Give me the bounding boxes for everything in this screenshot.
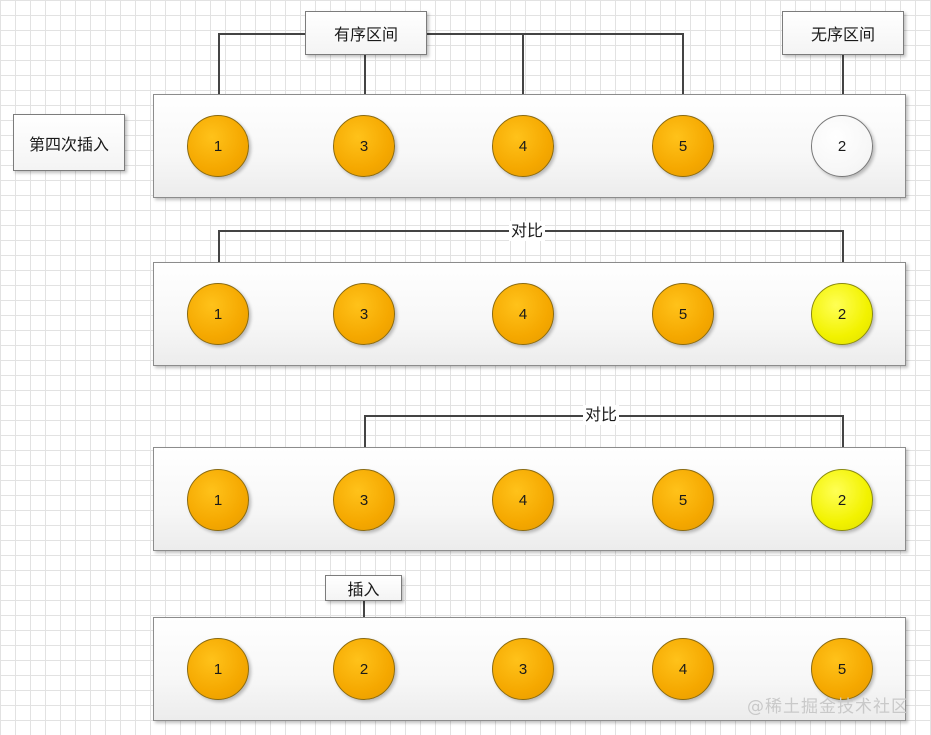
- step-label: 第四次插入: [13, 114, 125, 171]
- element-circle: 1: [187, 638, 249, 700]
- compare-element-circle: 2: [811, 283, 873, 345]
- element-circle: 3: [333, 283, 395, 345]
- unordered-interval-label: 无序区间: [782, 11, 904, 55]
- element-circle: 3: [333, 469, 395, 531]
- ordered-interval-label: 有序区间: [305, 11, 427, 55]
- insert-label: 插入: [325, 575, 402, 601]
- element-circle: 5: [811, 638, 873, 700]
- element-circle: 1: [187, 115, 249, 177]
- element-circle: 3: [333, 115, 395, 177]
- element-circle: 3: [492, 638, 554, 700]
- element-circle: 4: [492, 283, 554, 345]
- element-circle: 5: [652, 283, 714, 345]
- element-circle: 4: [492, 469, 554, 531]
- inserted-element-circle: 2: [333, 638, 395, 700]
- element-circle: 1: [187, 283, 249, 345]
- compare-element-circle: 2: [811, 469, 873, 531]
- element-circle: 5: [652, 469, 714, 531]
- element-circle: 4: [652, 638, 714, 700]
- unsorted-element-circle: 2: [811, 115, 873, 177]
- element-circle: 5: [652, 115, 714, 177]
- element-circle: 4: [492, 115, 554, 177]
- element-circle: 1: [187, 469, 249, 531]
- compare-label-row2: 对比: [509, 221, 546, 241]
- watermark: @稀土掘金技术社区: [747, 697, 909, 717]
- compare-label-row3: 对比: [583, 405, 620, 425]
